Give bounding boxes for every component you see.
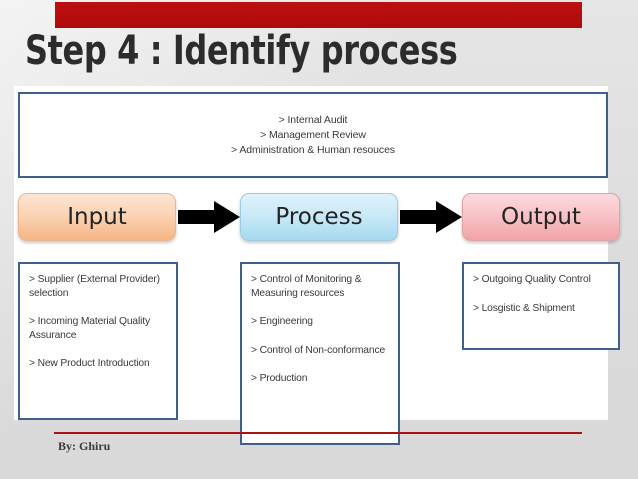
list-item: > Engineering <box>251 316 313 327</box>
list-item: > New Product Introduction <box>29 358 150 369</box>
output-detail-box: > Outgoing Quality Control > Losgistic &… <box>462 262 620 350</box>
stage-process-label: Process <box>275 204 363 230</box>
governance-box: > Internal Audit > Management Review > A… <box>18 92 608 178</box>
governance-item: > Internal Audit <box>278 113 348 126</box>
footer-credit: By: Ghiru <box>58 439 111 453</box>
list-item: > Control of Non-conformance <box>251 344 386 356</box>
governance-item: > Administration & Human resouces <box>231 143 395 156</box>
arrow-right-icon <box>400 199 462 235</box>
footer-divider <box>54 432 582 434</box>
stage-input: Input <box>18 193 176 241</box>
stage-input-label: Input <box>67 204 127 230</box>
page-title: Step 4 : Identify process <box>25 28 458 74</box>
list-item: > Production <box>251 373 308 384</box>
list-item: > Incoming Material Quality Assurance <box>29 316 150 341</box>
process-detail-box: > Control of Monitoring & Measuring reso… <box>240 262 400 445</box>
stage-process: Process <box>240 193 398 241</box>
list-item: > Outgoing Quality Control <box>473 274 591 285</box>
list-item: > Control of Monitoring & Measuring reso… <box>251 274 362 299</box>
list-item: > Losgistic & Shipment <box>473 302 575 314</box>
list-item: > Supplier (External Provider) selection <box>29 274 160 299</box>
stage-output-label: Output <box>501 204 581 230</box>
arrow-right-icon <box>178 199 240 235</box>
governance-item: > Management Review <box>260 128 366 141</box>
stage-output: Output <box>462 193 620 241</box>
input-detail-box: > Supplier (External Provider) selection… <box>18 262 178 420</box>
title-accent-bar <box>55 2 582 28</box>
